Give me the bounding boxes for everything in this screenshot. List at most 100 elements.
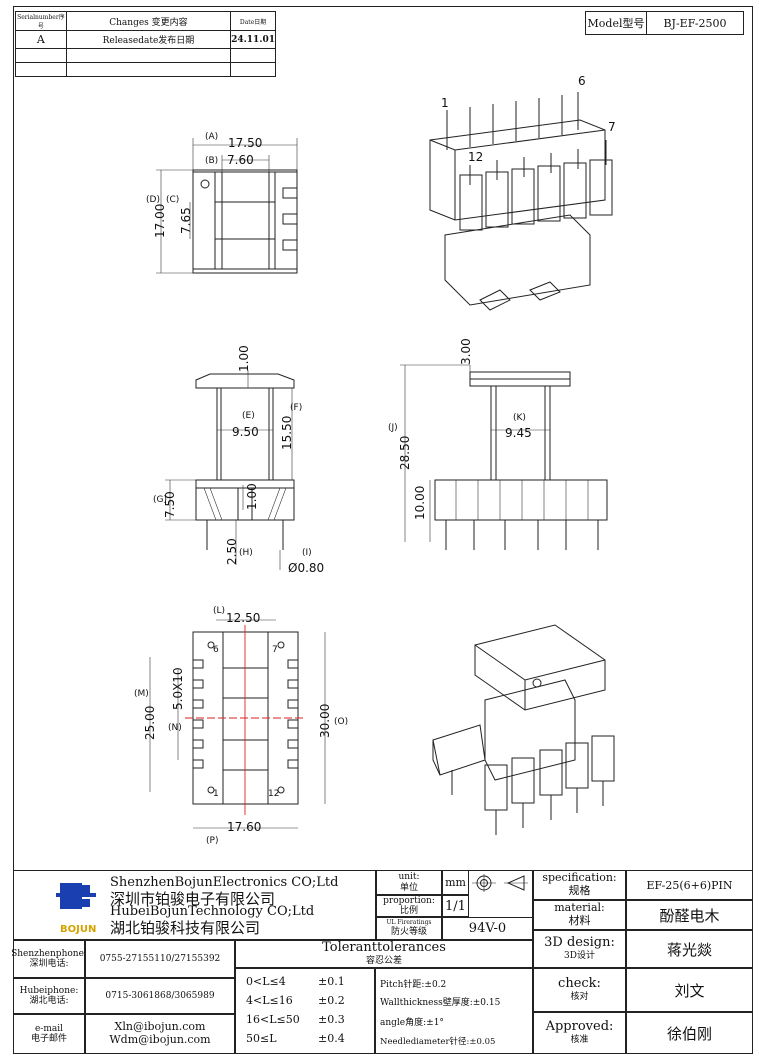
- dim-I-value: Ø0.80: [288, 561, 324, 575]
- model-label: Model型号: [585, 11, 647, 35]
- unit-value: mm: [442, 870, 469, 895]
- dim-J-value: 28.50: [398, 436, 412, 470]
- company-en-2: HubeiBojunTechnology CO;Ltd: [110, 904, 315, 919]
- dim-O-label: (O): [334, 717, 348, 727]
- tolerance-header: Toleranttolerances 容忍公差: [235, 940, 533, 968]
- dim-top-pin-value: 1.00: [237, 345, 251, 372]
- proportion-label-cell: proportion: 比例: [376, 895, 442, 917]
- dim-E-label: (E): [242, 411, 255, 421]
- needle-tolerance: Needlediameter针径:±0.05: [380, 1037, 496, 1047]
- wall-tolerance: Wallthickness壁厚度:±0.15: [380, 998, 501, 1008]
- dim-bot-height-value: 10.00: [413, 486, 427, 520]
- dim-C-label: (C): [166, 195, 179, 205]
- hb-phone: 0715-3061868/3065989: [85, 978, 235, 1014]
- email-label-cn: 电子邮件: [30, 1034, 67, 1044]
- hb-phone-label-cell: Hubeiphone: 湖北电话:: [13, 978, 85, 1014]
- unit-label-cell: unit: 单位: [376, 870, 442, 895]
- tol-value: ±0.1: [318, 975, 345, 988]
- email-label: e-mail: [34, 1023, 64, 1034]
- dim-B-value: 7.60: [227, 153, 254, 167]
- bottom-pin-6: 6: [213, 645, 219, 655]
- unit-label: unit:: [398, 872, 420, 883]
- dim-A-label: (A): [205, 132, 218, 142]
- dim-G-value: 7.50: [163, 491, 177, 518]
- dim-top-height-value: 3.00: [459, 338, 473, 365]
- angle-tolerance: angle角度:±1°: [380, 1018, 444, 1028]
- spec-label-cell: specification: 规格: [533, 870, 626, 900]
- model-box: Model型号 BJ-EF-2500: [585, 11, 744, 35]
- projection-symbol: [472, 874, 528, 892]
- sz-phone-label: Shenzhenphone:: [11, 948, 87, 959]
- email-cell: Xln@ibojun.com Wdm@ibojun.com: [85, 1014, 235, 1054]
- dim-P-value: 17.60: [227, 820, 261, 834]
- tol-range: 16<L≤50: [246, 1013, 300, 1026]
- material-label-cell: material: 材料: [533, 900, 626, 930]
- dim-E-value: 9.50: [232, 425, 259, 439]
- hb-phone-label-cn: 湖北电话:: [29, 996, 69, 1006]
- dim-L-value: 12.50: [226, 611, 260, 625]
- dim-P-label: (P): [206, 836, 218, 846]
- bottom-pin-12: 12: [268, 789, 279, 799]
- dim-J-label: (J): [388, 423, 398, 433]
- sz-phone-label-cell: Shenzhenphone: 深圳电话:: [11, 940, 87, 978]
- proportion-label: proportion:: [383, 895, 435, 906]
- dim-F-label: (F): [290, 403, 302, 413]
- rev-cell: [65, 62, 232, 77]
- approved-value: 徐伯刚: [626, 1012, 753, 1054]
- approved-label: Approved:: [545, 1019, 614, 1035]
- isometric-view-top: 1 6 7 12: [429, 74, 616, 311]
- sz-phone-label-cn: 深圳电话:: [29, 959, 69, 969]
- tol-value: ±0.4: [318, 1032, 345, 1045]
- company-cn-2: 湖北铂骏科技有限公司: [110, 919, 261, 937]
- spec-label: specification:: [542, 871, 617, 885]
- bojun-logo: [56, 883, 96, 909]
- model-value: BJ-EF-2500: [646, 11, 744, 35]
- design-value: 蒋光燚: [626, 930, 753, 968]
- unit-label-cn: 单位: [399, 882, 418, 893]
- tol-range: 0<L≤4: [246, 975, 286, 988]
- design-label: 3D design:: [544, 935, 615, 951]
- dim-O-value: 30.00: [318, 704, 332, 738]
- ul-label-cn: 防火等级: [390, 926, 427, 937]
- dim-M-label: (M): [134, 689, 149, 699]
- side-view: (J) 28.50 3.00 (K) 9.45 10.00: [388, 338, 608, 550]
- check-label-cn: 核对: [570, 992, 589, 1003]
- approved-label-cell: Approved: 核准: [533, 1012, 626, 1054]
- ul-value: 94V-0: [442, 917, 533, 940]
- logo-text: BOJUN: [60, 924, 97, 935]
- bottom-pin-7: 7: [272, 645, 278, 655]
- tolerance-title-cn: 容忍公差: [365, 956, 402, 967]
- dim-H-label: (H): [239, 548, 253, 558]
- dim-G-label: (G): [153, 495, 167, 505]
- dim-A-value: 17.50: [228, 136, 262, 150]
- check-label-cell: check: 核对: [533, 968, 626, 1012]
- pin-label-12: 12: [468, 150, 483, 164]
- tol-range: 50≤L: [246, 1032, 277, 1045]
- technical-drawing: .ln { stroke:#222; stroke-width:1; fill:…: [134, 74, 616, 846]
- sz-phone: 0755-27155110/27155392: [85, 940, 235, 978]
- dim-N-value: 5.0X10: [171, 667, 185, 710]
- company-en-1: ShenzhenBojunElectronics CO;Ltd: [110, 875, 339, 890]
- tol-value: ±0.3: [318, 1013, 345, 1026]
- bottom-pin-1: 1: [213, 789, 219, 799]
- revision-table: Serialnumber序号 Changes 变更内容 Date日期 A Rel…: [15, 11, 276, 77]
- company-section: BOJUN ShenzhenBojunElectronics CO;Ltd 深圳…: [13, 870, 376, 940]
- tolerance-notes: Pitch针距:±0.2 Wallthickness壁厚度:±0.15 angl…: [375, 968, 533, 1054]
- dim-N-label: (N): [168, 723, 182, 733]
- dim-K-value: 9.45: [505, 426, 532, 440]
- check-label: check:: [558, 976, 601, 992]
- dim-D-value: 17.00: [153, 204, 167, 238]
- email-label-cell: e-mail 电子邮件: [13, 1014, 85, 1054]
- email-1[interactable]: Xln@ibojun.com: [114, 1020, 206, 1034]
- dim-L-label: (L): [213, 606, 225, 616]
- dim-D-label: (D): [146, 195, 160, 205]
- dim-B-label: (B): [205, 156, 218, 166]
- pin-label-6: 6: [578, 74, 586, 88]
- dim-M-value: 25.00: [143, 706, 157, 740]
- dim-F-value: 15.50: [280, 416, 294, 450]
- email-2[interactable]: Wdm@ibojun.com: [109, 1033, 211, 1046]
- spec-label-cn: 规格: [568, 884, 591, 897]
- material-value: 酚醛电木: [626, 900, 753, 930]
- top-view: (A) 17.50 (B) 7.60 (D) (C) 17.00 7.65: [146, 132, 298, 274]
- pin-label-7: 7: [608, 120, 616, 134]
